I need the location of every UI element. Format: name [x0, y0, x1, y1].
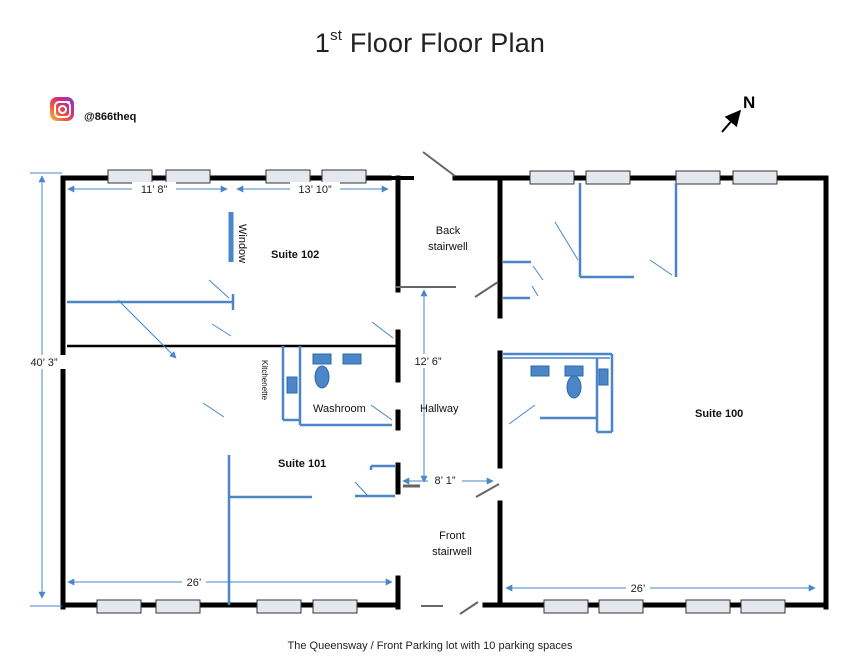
- sink-icon: [564, 365, 584, 377]
- dim-suite102-right: 13’ 10”: [298, 184, 332, 196]
- label-suite-102: Suite 102: [271, 249, 319, 261]
- label-washroom: Washroom: [313, 403, 366, 415]
- title-rest: Floor Floor Plan: [342, 28, 546, 58]
- dim-hallway-length: 12’ 6”: [414, 356, 441, 368]
- footer-caption: The Queensway / Front Parking lot with 1…: [287, 640, 573, 652]
- washroom-fixtures-suite-101: [286, 353, 362, 394]
- exterior-walls-east: [452, 175, 829, 610]
- north-label: N: [743, 93, 755, 112]
- dimension-lines: [30, 172, 816, 607]
- title-superscript: st: [330, 27, 343, 44]
- label-hallway: Hallway: [420, 403, 459, 415]
- dim-suite102-left: 11’ 8”: [141, 184, 168, 196]
- room-labels: Suite 102 Suite 101 Suite 100 Washroom H…: [236, 224, 743, 558]
- fixture-icon: [286, 376, 298, 394]
- label-back-stairwell-line1: Back: [436, 225, 461, 237]
- label-front-stairwell-line2: stairwell: [432, 546, 472, 558]
- fixture-icon: [598, 368, 609, 386]
- label-window: Window: [236, 224, 248, 263]
- dim-hallway-width: 8’ 1”: [435, 475, 456, 487]
- instagram-icon: [50, 97, 74, 121]
- label-suite-100: Suite 100: [695, 408, 743, 420]
- instagram-handle: @866theq: [84, 111, 137, 123]
- north-arrow-icon: [721, 109, 742, 133]
- interior-partitions: [67, 183, 678, 605]
- door-swing-arcs: [202, 221, 673, 497]
- label-back-stairwell-line2: stairwell: [428, 241, 468, 253]
- page-title: 1st Floor Floor Plan: [0, 27, 860, 59]
- title-prefix: 1: [314, 28, 331, 58]
- label-suite-101: Suite 101: [278, 458, 326, 470]
- north-compass: N: [721, 93, 755, 133]
- label-kitchenette: Kitchenette: [260, 360, 269, 401]
- dimension-labels: 11’ 8” 13’ 10” 40’ 3” 12’ 6” 8’ 1” 26’ 2…: [22, 182, 650, 595]
- dim-left-width: 26’: [187, 577, 202, 589]
- sink-icon: [342, 353, 362, 365]
- sink-icon: [312, 353, 332, 365]
- toilet-icon: [566, 375, 582, 399]
- label-front-stairwell-line1: Front: [439, 530, 465, 542]
- dim-building-depth: 40’ 3”: [30, 357, 57, 369]
- dim-right-width: 26’: [631, 583, 646, 595]
- washroom-fixtures-suite-100: [530, 365, 609, 399]
- sink-icon: [530, 365, 550, 377]
- windows: [96, 169, 786, 614]
- door-swings: [396, 151, 500, 615]
- toilet-icon: [314, 365, 330, 389]
